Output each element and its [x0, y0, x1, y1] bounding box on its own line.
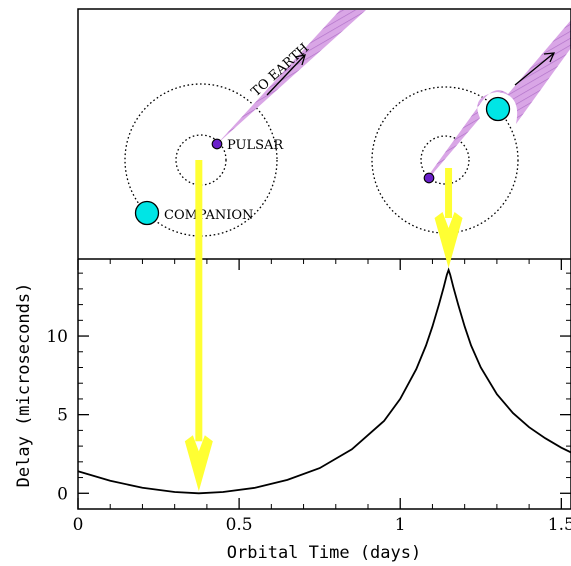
- orbit-config-left: TO EARTH PULSAR COMPANION: [124, 10, 366, 237]
- companion-star: [485, 96, 511, 122]
- y-ticks: 0 5 10: [46, 272, 571, 504]
- highlight-arrow: [184, 160, 213, 492]
- delay-curve: [77, 267, 571, 495]
- figure-frame: [77, 8, 571, 510]
- x-tick-label: 0: [73, 515, 84, 535]
- delay-chart: 0 0.5 1 1.5 0 5 10 Orbital Time (days) Delay …: [14, 160, 571, 563]
- x-tick-label: 1.5: [548, 515, 571, 535]
- highlight-arrow: [434, 168, 463, 269]
- x-tick-label: 0.5: [226, 515, 253, 535]
- companion-star: [134, 200, 160, 226]
- signal-beam-right: [428, 20, 571, 178]
- orbit-config-right: [371, 20, 571, 234]
- signal-beam-left: [217, 10, 366, 144]
- y-axis-title: Delay (microseconds): [14, 283, 34, 488]
- companion-label: COMPANION: [164, 208, 253, 223]
- y-tick-label: 5: [57, 406, 68, 426]
- y-tick-label: 0: [57, 484, 68, 504]
- pulsar-dot: [423, 172, 435, 184]
- x-tick-label: 1: [395, 515, 406, 535]
- pulsar-orbit: [420, 135, 470, 185]
- y-tick-label: 10: [46, 327, 68, 347]
- x-ticks: 0 0.5 1 1.5: [73, 259, 571, 535]
- x-axis-title: Orbital Time (days): [227, 543, 421, 563]
- orbit-diagram-panel: TO EARTH PULSAR COMPANION: [124, 10, 571, 237]
- to-earth-label: TO EARTH: [249, 41, 312, 100]
- to-earth-arrow-right: [514, 52, 556, 86]
- highlight-arrows: [184, 160, 463, 492]
- to-earth-arrow: [266, 54, 306, 96]
- pulsar-label: PULSAR: [227, 138, 284, 153]
- pulsar-dot: [211, 138, 223, 150]
